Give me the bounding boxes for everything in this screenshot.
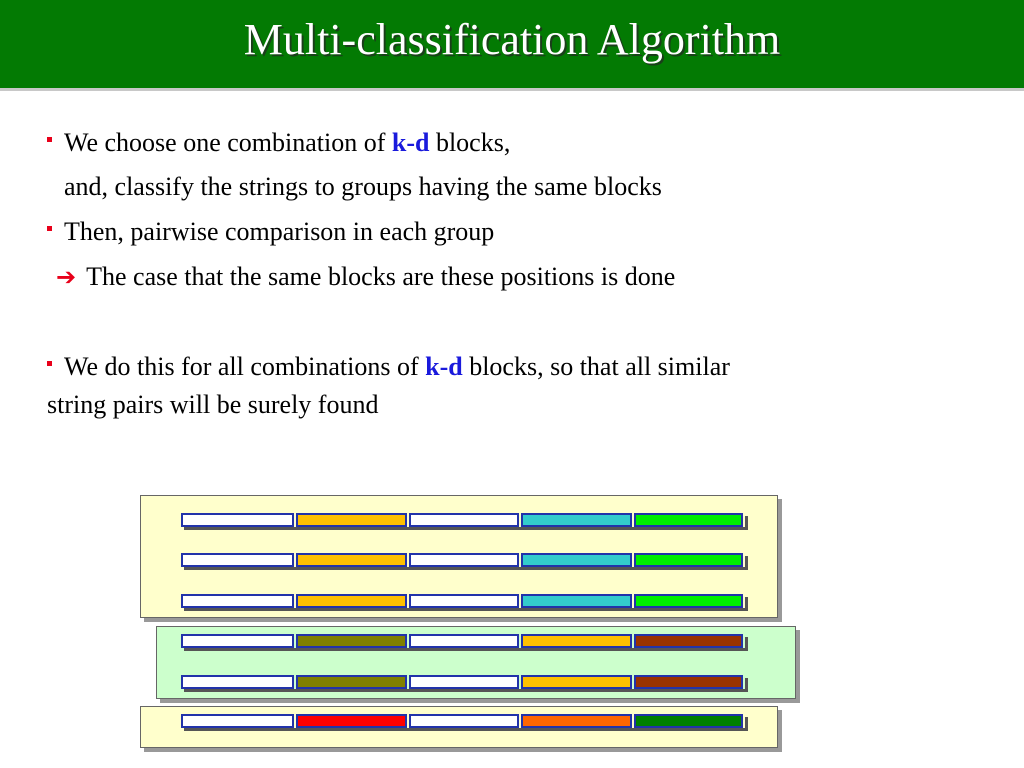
string-block bbox=[409, 553, 519, 567]
string-block bbox=[181, 594, 294, 608]
string-block bbox=[634, 675, 743, 689]
title-bar: Multi-classification Algorithm bbox=[0, 0, 1024, 88]
block-row bbox=[181, 594, 745, 608]
string-block bbox=[181, 634, 294, 648]
bullet-1-kd: k-d bbox=[391, 128, 430, 157]
string-block bbox=[296, 513, 407, 527]
string-block bbox=[409, 594, 519, 608]
bullet-4-line-2: string pairs will be surely found bbox=[47, 390, 379, 419]
string-block bbox=[634, 553, 743, 567]
string-block bbox=[521, 634, 632, 648]
string-block bbox=[409, 714, 519, 728]
bullet-2-text: Then, pairwise comparison in each group bbox=[64, 217, 495, 246]
bullet-marker bbox=[47, 136, 52, 142]
slide-title: Multi-classification Algorithm bbox=[243, 15, 781, 64]
string-block bbox=[634, 634, 743, 648]
bullet-2: Then, pairwise comparison in each group bbox=[47, 217, 494, 247]
bullet-1-line-2: and, classify the strings to groups havi… bbox=[64, 172, 662, 201]
string-block bbox=[296, 675, 407, 689]
string-block bbox=[409, 513, 519, 527]
right-arrow-icon: ➔ bbox=[56, 263, 77, 291]
string-block bbox=[521, 594, 632, 608]
bullet-marker bbox=[47, 225, 52, 231]
string-block bbox=[296, 594, 407, 608]
string-block bbox=[521, 675, 632, 689]
string-block bbox=[634, 594, 743, 608]
block-row bbox=[181, 714, 745, 728]
block-row bbox=[181, 675, 745, 689]
bullet-4-text-post: blocks, so that all similar bbox=[462, 352, 730, 381]
bullet-marker bbox=[47, 360, 52, 366]
string-block bbox=[409, 675, 519, 689]
string-block bbox=[296, 553, 407, 567]
block-row bbox=[181, 553, 745, 567]
bullet-4: We do this for all combinations of k-d b… bbox=[47, 352, 730, 382]
bullet-3-text: The case that the same blocks are these … bbox=[86, 262, 676, 291]
string-block bbox=[181, 714, 294, 728]
bullet-1-text-pre: We choose one combination of bbox=[64, 128, 392, 157]
string-block bbox=[521, 553, 632, 567]
string-block bbox=[181, 553, 294, 567]
string-block bbox=[296, 714, 407, 728]
bullet-1: We choose one combination of k-d blocks, bbox=[47, 128, 510, 158]
string-block bbox=[181, 513, 294, 527]
string-block bbox=[634, 513, 743, 527]
string-block bbox=[181, 675, 294, 689]
block-row bbox=[181, 513, 745, 527]
string-block bbox=[521, 714, 632, 728]
string-block bbox=[296, 634, 407, 648]
bullet-1-text-post: blocks, bbox=[429, 128, 511, 157]
string-block bbox=[634, 714, 743, 728]
bullet-4-text-pre: We do this for all combinations of bbox=[64, 352, 426, 381]
string-block bbox=[409, 634, 519, 648]
bullet-4-kd: k-d bbox=[425, 352, 463, 381]
block-row bbox=[181, 634, 745, 648]
string-block bbox=[521, 513, 632, 527]
bullet-3: ➔ The case that the same blocks are these… bbox=[56, 262, 675, 292]
